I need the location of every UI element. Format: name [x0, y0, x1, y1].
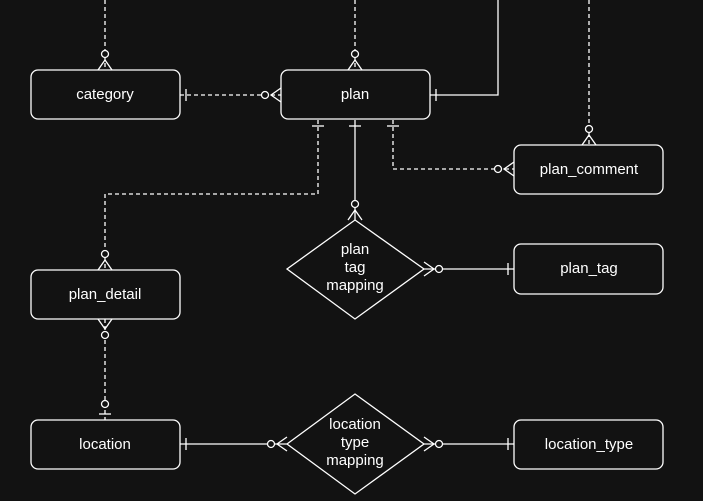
- entity-location-type[interactable]: [513, 419, 664, 470]
- connector-plan-plan-comment: [392, 120, 514, 170]
- entity-plan-comment-label: plan_comment: [540, 161, 639, 178]
- marker-zero-one-icon: [99, 399, 111, 415]
- marker-zero-many-icon: [347, 49, 363, 71]
- entity-plan-detail[interactable]: [30, 269, 181, 320]
- entity-location[interactable]: [30, 419, 181, 470]
- entity-plan-tag-label: plan_tag: [560, 260, 618, 277]
- connectors: [104, 0, 590, 445]
- relation-plan-tag-mapping-line-3: mapping: [326, 277, 384, 294]
- marker-zero-many-icon: [97, 49, 113, 71]
- marker-zero-many-icon: [347, 199, 363, 221]
- relation-plan-tag-mapping[interactable]: [285, 219, 426, 320]
- entity-location-type-label: location_type: [545, 436, 633, 453]
- relation-location-type-mapping[interactable]: [285, 393, 426, 495]
- entity-plan[interactable]: [280, 69, 431, 120]
- marker-zero-many-icon: [97, 318, 113, 340]
- entity-plan-comment[interactable]: [513, 144, 664, 195]
- cardinality-markers: [97, 49, 597, 452]
- relation-plan-tag-mapping-line-1: plan: [341, 241, 369, 258]
- marker-zero-many-icon: [266, 436, 288, 452]
- entity-category-label: category: [76, 86, 134, 103]
- marker-zero-many-icon: [423, 436, 444, 452]
- entity-plan-tag[interactable]: [513, 243, 664, 295]
- relation-plan-tag-mapping-line-2: tag: [345, 259, 366, 276]
- entity-location-label: location: [79, 436, 131, 453]
- marker-zero-many-icon: [423, 261, 444, 277]
- marker-zero-many-icon: [581, 124, 597, 146]
- relation-location-type-mapping-line-1: location: [329, 416, 381, 433]
- marker-zero-many-icon: [493, 161, 515, 177]
- relation-location-type-mapping-line-3: mapping: [326, 452, 384, 469]
- entity-plan-label: plan: [341, 86, 369, 103]
- relation-location-type-mapping-line-2: type: [341, 434, 369, 451]
- marker-zero-many-icon: [260, 87, 282, 103]
- connector-plan-right: [430, 0, 499, 96]
- entity-plan-detail-label: plan_detail: [69, 286, 142, 303]
- connector-plan-plan-detail: [104, 120, 319, 270]
- marker-zero-many-icon: [97, 249, 113, 271]
- entity-category[interactable]: [30, 69, 181, 120]
